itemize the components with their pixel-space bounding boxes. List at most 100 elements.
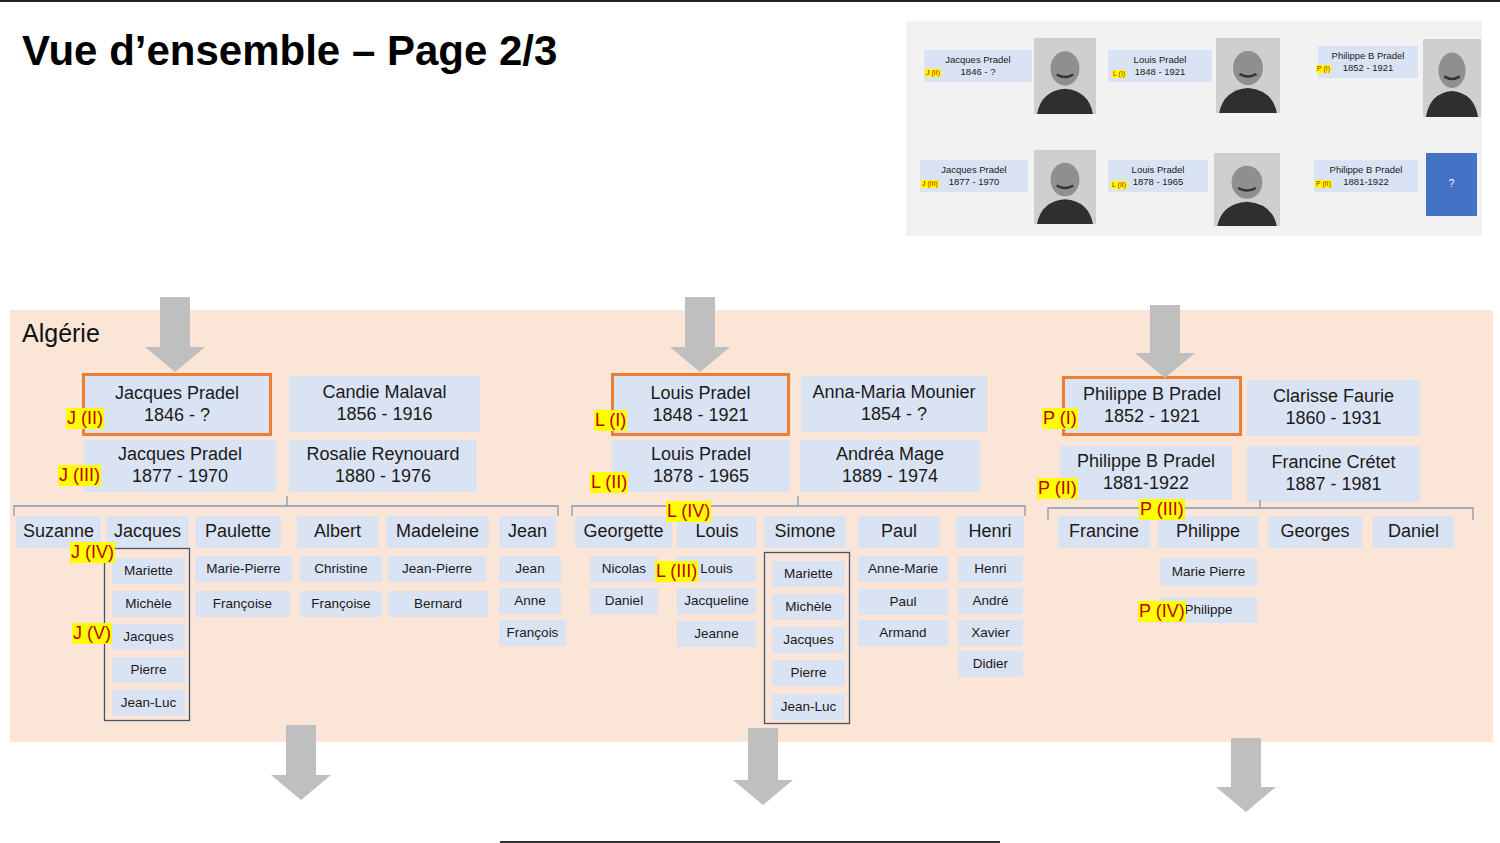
node-text: Candie Malaval xyxy=(322,382,446,404)
child-box: Albert xyxy=(297,516,378,548)
child-box: Daniel xyxy=(1373,516,1454,548)
generation-tag: L (IV) xyxy=(666,501,711,522)
portrait-photo xyxy=(1423,39,1481,117)
generation-tag: L (I) xyxy=(594,410,627,431)
child-box: Jean xyxy=(499,516,556,548)
node-text: Anne-Marie xyxy=(868,561,938,577)
grandchild-box: Marie-Pierre xyxy=(195,556,292,582)
generation-tag: J (III) xyxy=(58,465,101,486)
node-text: Daniel xyxy=(1388,521,1439,543)
node-text: Anne xyxy=(514,593,546,609)
child-box: Madeleine xyxy=(386,516,489,548)
node-text: François xyxy=(507,625,559,641)
node-text: Philippe B Pradel xyxy=(1332,50,1405,62)
person-box: Anna-Maria Mounier1854 - ? xyxy=(801,376,987,432)
child-box: Georges xyxy=(1268,516,1362,548)
node-text: Paul xyxy=(889,594,916,610)
generation-tag: J (IV) xyxy=(70,542,115,563)
grandchild-box: Jacqueline xyxy=(677,588,756,614)
node-text: Jacques xyxy=(114,521,181,543)
grandchild-box: Jeanne xyxy=(677,621,756,647)
node-text: Algérie xyxy=(22,318,100,349)
node-text: Didier xyxy=(973,656,1008,672)
node-text: Armand xyxy=(879,625,926,641)
ancestor-thumbnail-box: Philippe B Pradel1852 - 1921 xyxy=(1318,46,1418,78)
node-text: 1877 - 1970 xyxy=(949,176,1000,188)
node-text: Philippe B Pradel xyxy=(1330,164,1403,176)
grandchild-box: Mariette xyxy=(772,561,845,587)
generation-tag: P (III) xyxy=(1139,499,1185,520)
node-text: 1860 - 1931 xyxy=(1285,408,1381,430)
node-text: Jean-Pierre xyxy=(402,561,472,577)
group-outline xyxy=(765,553,850,724)
node-text: Jacqueline xyxy=(684,593,749,609)
portrait-photo xyxy=(1216,38,1280,113)
node-text: Philippe B Pradel xyxy=(1083,384,1221,406)
grandchild-box: Jean-Pierre xyxy=(388,556,486,582)
generation-tag: J (II) xyxy=(66,408,104,429)
node-text: Bernard xyxy=(414,596,462,612)
generation-tag: L (II) xyxy=(590,472,628,493)
ancestor-thumbnail-box: Jacques Pradel1846 - ? xyxy=(924,50,1032,82)
grandchild-box: Jean-Luc xyxy=(772,694,845,720)
generation-tag: J (II) xyxy=(925,69,941,77)
grandchild-box: Anne xyxy=(499,588,561,614)
grandchild-box: Paul xyxy=(858,589,948,615)
node-text: Louis Pradel xyxy=(651,444,751,466)
person-box: Andréa Mage1889 - 1974 xyxy=(800,440,980,492)
node-text: 1889 - 1974 xyxy=(842,466,938,488)
node-text: Françoise xyxy=(213,596,272,612)
grandchild-box: Nicolas xyxy=(590,556,658,582)
person-box: Clarisse Faurie1860 - 1931 xyxy=(1247,380,1420,436)
node-text: 1878 - 1965 xyxy=(653,466,749,488)
generation-tag: P (I) xyxy=(1316,65,1331,73)
node-text: Jacques Pradel xyxy=(945,54,1010,66)
node-text: Jacques Pradel xyxy=(115,383,239,405)
grandchild-box: Jean-Luc xyxy=(112,690,185,716)
node-text: 1854 - ? xyxy=(861,404,927,426)
person-box: Philippe B Pradel1881-1922 xyxy=(1060,446,1232,500)
node-text: Jean xyxy=(515,561,544,577)
node-text: Henri xyxy=(968,521,1011,543)
generation-tag: L (I) xyxy=(1112,70,1126,78)
node-text: Christine xyxy=(314,561,367,577)
person-box: Louis Pradel1878 - 1965 xyxy=(612,440,790,492)
grandchild-box: Armand xyxy=(858,620,948,646)
inset-panel xyxy=(906,21,1482,236)
grandchild-box: Marie Pierre xyxy=(1160,558,1257,586)
region-band: AlgérieJacques Pradel1846 - ? Candie Mala… xyxy=(10,310,1493,742)
generation-tag: J (III) xyxy=(921,180,939,188)
node-text: Françoise xyxy=(311,596,370,612)
node-text: Henri xyxy=(974,561,1006,577)
grandchild-box: Christine xyxy=(300,556,382,582)
node-text: Mariette xyxy=(784,566,833,582)
grandchild-box: Françoise xyxy=(300,591,382,617)
node-text: 1846 - ? xyxy=(144,405,210,427)
portrait-photo xyxy=(1034,150,1096,224)
node-text: 1848 - 1921 xyxy=(652,405,748,427)
node-text: Paul xyxy=(881,521,917,543)
child-box: Georgette xyxy=(575,516,672,548)
person-box: Francine Crétet1887 - 1981 xyxy=(1247,446,1420,502)
node-text: Jacques xyxy=(123,629,173,645)
node-text: 1881-1922 xyxy=(1343,176,1388,188)
node-text: Pierre xyxy=(130,662,166,678)
rule-line xyxy=(500,841,1000,843)
node-text: Philippe xyxy=(1176,521,1240,543)
node-text: Jean-Luc xyxy=(121,695,177,711)
ancestor-box: Philippe B Pradel1852 - 1921 xyxy=(1062,376,1242,436)
node-text: Paulette xyxy=(205,521,271,543)
node-text: 1880 - 1976 xyxy=(335,466,431,488)
portrait-photo xyxy=(1034,38,1096,114)
node-text: 1887 - 1981 xyxy=(1285,474,1381,496)
node-text: Louis Pradel xyxy=(1134,54,1187,66)
flow-arrow xyxy=(1216,738,1276,812)
grandchild-box: Daniel xyxy=(590,588,658,614)
grandchild-box: Didier xyxy=(958,651,1023,677)
node-text: Xavier xyxy=(971,625,1009,641)
node-text: 1856 - 1916 xyxy=(336,404,432,426)
node-text: André xyxy=(972,593,1008,609)
portrait-photo xyxy=(1214,153,1280,226)
node-text: ? xyxy=(1449,178,1455,190)
node-text: Madeleine xyxy=(396,521,479,543)
